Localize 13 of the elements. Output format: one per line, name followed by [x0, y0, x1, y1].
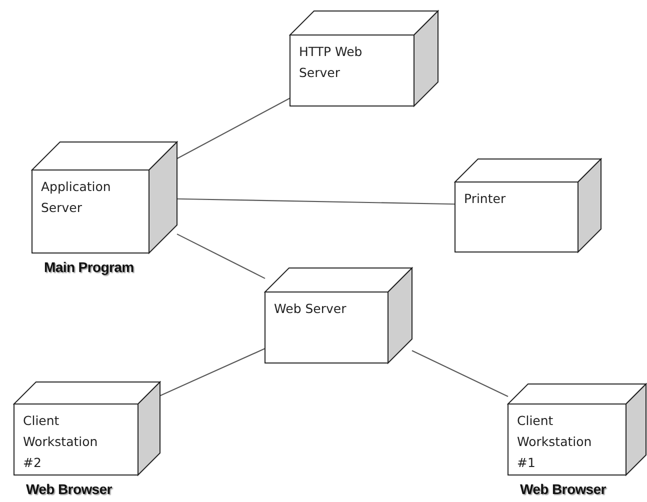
- node-label: Client Workstation #2: [23, 412, 99, 472]
- node-caption: Main Program: [44, 259, 134, 275]
- node-caption: Web Browser: [520, 481, 606, 497]
- node-label: Printer: [464, 190, 507, 208]
- node-label: Application Server: [41, 178, 112, 217]
- connector-line: [176, 98, 290, 160]
- node-caption: Web Browser: [26, 481, 112, 497]
- node-label: HTTP Web Server: [299, 43, 364, 82]
- connector-line: [176, 234, 266, 279]
- connector-line: [160, 348, 266, 396]
- node-label: Web Server: [274, 300, 348, 318]
- connector-line: [176, 198, 456, 205]
- node-label: Client Workstation #1: [517, 412, 593, 472]
